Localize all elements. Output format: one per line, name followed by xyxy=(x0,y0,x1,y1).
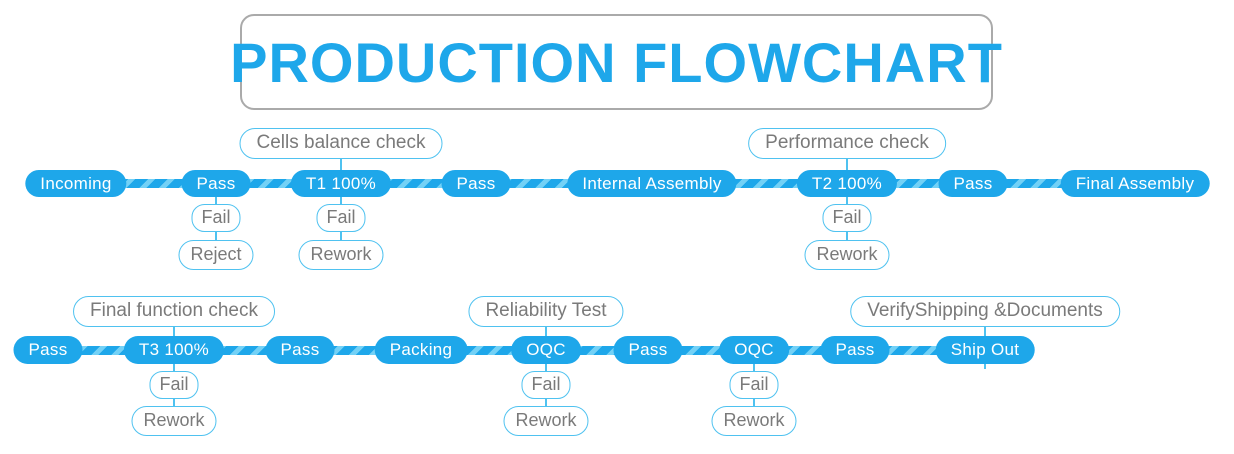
bubble-fail-oqc1: Fail xyxy=(521,371,571,399)
node-pass-6: Pass xyxy=(613,336,683,364)
connector-anno-oqc1 xyxy=(545,326,547,336)
node-pass-7: Pass xyxy=(820,336,890,364)
bubble-fail-t3: Fail xyxy=(149,371,199,399)
connector-fail-rework-oqc1 xyxy=(545,399,547,406)
connector-t1-fail xyxy=(340,197,342,204)
annotation-verify-shipping-documents: VerifyShipping &Documents xyxy=(850,296,1120,327)
connector-oqc1-fail xyxy=(545,364,547,371)
ship-out-stub xyxy=(984,364,986,369)
node-pass-3: Pass xyxy=(938,170,1008,197)
annotation-final-function-check: Final function check xyxy=(73,296,275,327)
connector-anno-t2 xyxy=(846,158,848,170)
page-title: PRODUCTION FLOWCHART xyxy=(230,30,1003,94)
bubble-fail-oqc2: Fail xyxy=(729,371,779,399)
connector-fail-rework-t2 xyxy=(846,232,848,240)
annotation-cells-balance-check: Cells balance check xyxy=(239,128,443,159)
bubble-rework-t1: Rework xyxy=(298,240,384,270)
connector-fail-reject xyxy=(215,232,217,240)
bubble-rework-t3: Rework xyxy=(131,406,217,436)
node-t2-100: T2 100% xyxy=(796,170,898,197)
connector-fail-rework-t3 xyxy=(173,399,175,406)
node-oqc-2: OQC xyxy=(719,336,789,364)
connector-t2-fail xyxy=(846,197,848,204)
bubble-reject-1: Reject xyxy=(178,240,254,270)
node-pass-2: Pass xyxy=(441,170,511,197)
node-packing: Packing xyxy=(374,336,468,364)
connector-anno-t3 xyxy=(173,326,175,336)
bubble-rework-oqc2: Rework xyxy=(711,406,797,436)
connector-fail-rework-t1 xyxy=(340,232,342,240)
connector-pass1-fail xyxy=(215,197,217,204)
bubble-fail-t2: Fail xyxy=(822,204,872,232)
node-internal-assembly: Internal Assembly xyxy=(567,170,737,197)
annotation-performance-check: Performance check xyxy=(748,128,946,159)
connector-t3-fail xyxy=(173,364,175,371)
node-t1-100: T1 100% xyxy=(290,170,392,197)
node-final-assembly: Final Assembly xyxy=(1060,170,1210,197)
node-pass-4: Pass xyxy=(13,336,83,364)
node-incoming: Incoming xyxy=(25,170,127,197)
bubble-fail-1: Fail xyxy=(191,204,241,232)
bubble-fail-t1: Fail xyxy=(316,204,366,232)
node-oqc-1: OQC xyxy=(511,336,581,364)
node-ship-out: Ship Out xyxy=(935,336,1035,364)
connector-oqc2-fail xyxy=(753,364,755,371)
title-box: PRODUCTION FLOWCHART xyxy=(230,14,1002,110)
connector-anno-t1 xyxy=(340,158,342,170)
connector-anno-ship-out xyxy=(984,326,986,336)
bubble-rework-t2: Rework xyxy=(804,240,890,270)
node-pass-1: Pass xyxy=(181,170,251,197)
bubble-rework-oqc1: Rework xyxy=(503,406,589,436)
node-pass-5: Pass xyxy=(265,336,335,364)
annotation-reliability-test: Reliability Test xyxy=(468,296,624,327)
node-t3-100: T3 100% xyxy=(123,336,225,364)
connector-fail-rework-oqc2 xyxy=(753,399,755,406)
